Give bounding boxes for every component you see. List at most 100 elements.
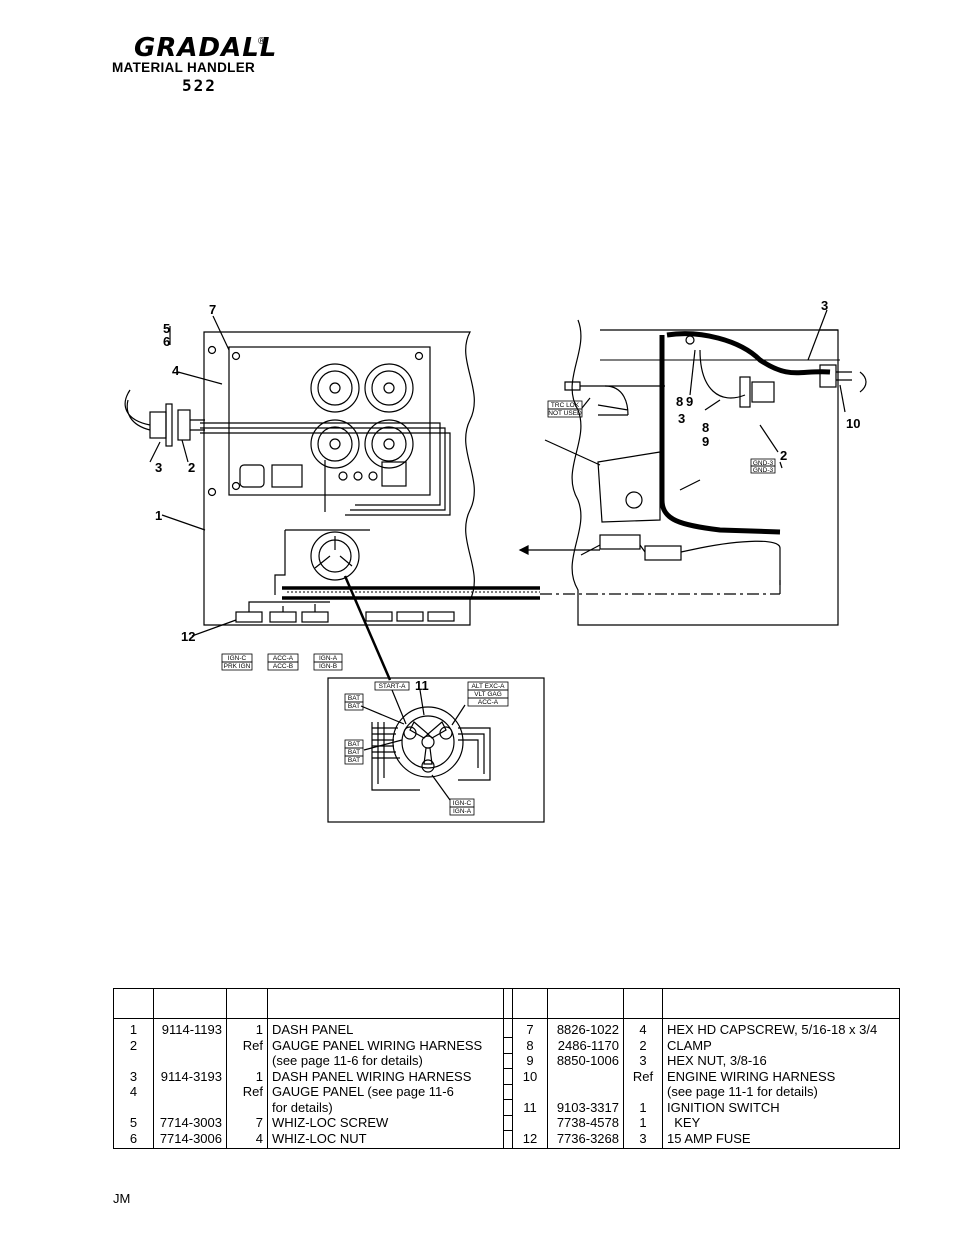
tag-alt-exc-a: ALT EXC-A xyxy=(472,683,506,690)
quantity: 1 xyxy=(226,1068,268,1084)
description: ENGINE WIRING HARNESS xyxy=(662,1068,900,1084)
tag-bat-2: BAT xyxy=(348,703,360,710)
column-gap xyxy=(503,1130,513,1149)
tag-ign-a-detail: IGN-A xyxy=(453,808,472,815)
item-number: 8 xyxy=(512,1037,548,1053)
tag-trc-lok: TRC LOK xyxy=(551,402,580,409)
description: HEX HD CAPSCREW, 5/16-18 x 3/4 xyxy=(662,1018,900,1038)
part-number xyxy=(153,1099,227,1115)
footer-code: JM xyxy=(113,1191,131,1206)
tag-prk-ign: PRK IGN xyxy=(224,663,251,670)
quantity: 7 xyxy=(226,1115,268,1131)
part-number: 7736-3268 xyxy=(547,1130,624,1149)
parts-table-header xyxy=(113,988,900,1019)
gauge-top-right xyxy=(364,363,414,413)
part-number xyxy=(153,1037,227,1053)
description: 15 AMP FUSE xyxy=(662,1130,900,1149)
registered-mark: ® xyxy=(258,36,266,47)
brand-subtitle: MATERIAL HANDLER xyxy=(112,60,256,75)
gauge-panel-outline xyxy=(228,346,431,496)
gauge-bottom-right xyxy=(364,419,414,469)
callout-11: 11 xyxy=(415,678,429,693)
column-gap xyxy=(503,1068,513,1085)
tag-ign-b: IGN-B xyxy=(319,663,337,670)
callout-10: 10 xyxy=(846,416,860,431)
description: for details) xyxy=(267,1099,504,1115)
tag-ign-a: IGN-A xyxy=(319,655,338,662)
item-number: 9 xyxy=(512,1053,548,1069)
part-number xyxy=(547,1068,624,1084)
wiring-diagram: 3 2 1 4 5 6 7 12 11 3 8 9 3 8 9 2 10 TRC… xyxy=(124,298,867,823)
item-number: 1 xyxy=(113,1018,154,1038)
brand-logo: GRADALL xyxy=(134,33,278,63)
callout-7: 7 xyxy=(209,302,216,317)
callout-12: 12 xyxy=(181,629,195,644)
callout-3-top: 3 xyxy=(821,298,828,313)
quantity: 1 xyxy=(623,1115,663,1131)
quantity: 3 xyxy=(623,1130,663,1149)
callout-1: 1 xyxy=(155,508,162,523)
callout-9-a: 9 xyxy=(686,394,693,409)
tag-acc-a-detail: ACC-A xyxy=(478,699,499,706)
dash-panel-outline xyxy=(203,331,475,626)
description: KEY xyxy=(662,1115,900,1131)
item-number: 4 xyxy=(113,1084,154,1100)
callout-3-left: 3 xyxy=(155,460,162,475)
quantity: 4 xyxy=(623,1018,663,1038)
description: WHIZ-LOC NUT xyxy=(267,1130,504,1149)
gauge-top-left xyxy=(310,363,360,413)
ignition-detail-box xyxy=(327,677,545,823)
description: GAUGE PANEL WIRING HARNESS xyxy=(267,1037,504,1053)
tag-vlt-gag: VLT GAG xyxy=(474,691,502,698)
part-number: 8826-1022 xyxy=(547,1018,624,1038)
item-number: 6 xyxy=(113,1130,154,1149)
quantity: Ref xyxy=(226,1084,268,1100)
item-number xyxy=(512,1084,548,1100)
description: DASH PANEL WIRING HARNESS xyxy=(267,1068,504,1084)
item-number xyxy=(512,1115,548,1131)
tag-start-a: START-A xyxy=(379,683,407,690)
part-number: 2486-1170 xyxy=(547,1037,624,1053)
quantity: Ref xyxy=(623,1068,663,1084)
tag-bat-5: BAT xyxy=(348,757,360,764)
callout-9-b: 9 xyxy=(702,434,709,449)
callout-5: 5 xyxy=(163,321,170,336)
item-number: 11 xyxy=(512,1099,548,1115)
callout-2-right: 2 xyxy=(780,448,787,463)
callout-3-right: 3 xyxy=(678,411,685,426)
part-number xyxy=(153,1053,227,1069)
item-number: 5 xyxy=(113,1115,154,1131)
tag-ign-c-detail: IGN-C xyxy=(453,800,472,807)
tag-acc-b: ACC-B xyxy=(273,663,293,670)
quantity: 1 xyxy=(623,1099,663,1115)
column-gap xyxy=(503,1053,513,1069)
tag-gnd-3-a: GND-3 xyxy=(753,460,774,467)
gauge-bottom-left xyxy=(310,419,360,469)
quantity: 3 xyxy=(623,1053,663,1069)
tag-ign-c: IGN-C xyxy=(228,655,247,662)
description: DASH PANEL xyxy=(267,1018,504,1038)
item-number: 7 xyxy=(512,1018,548,1038)
quantity: 2 xyxy=(623,1037,663,1053)
description: IGNITION SWITCH xyxy=(662,1099,900,1115)
part-number: 8850-1006 xyxy=(547,1053,624,1069)
part-number: 7714-3003 xyxy=(153,1115,227,1131)
tag-acc-a: ACC-A xyxy=(273,655,294,662)
callout-6: 6 xyxy=(163,334,170,349)
item-number: 12 xyxy=(512,1130,548,1149)
callout-8-a: 8 xyxy=(676,394,683,409)
quantity: 4 xyxy=(226,1130,268,1149)
column-gap xyxy=(503,1099,513,1116)
tag-gnd-3-b: GND-3 xyxy=(753,467,774,474)
tag-bat-4: BAT xyxy=(348,749,360,756)
quantity xyxy=(623,1084,663,1100)
column-gap xyxy=(503,1084,513,1100)
